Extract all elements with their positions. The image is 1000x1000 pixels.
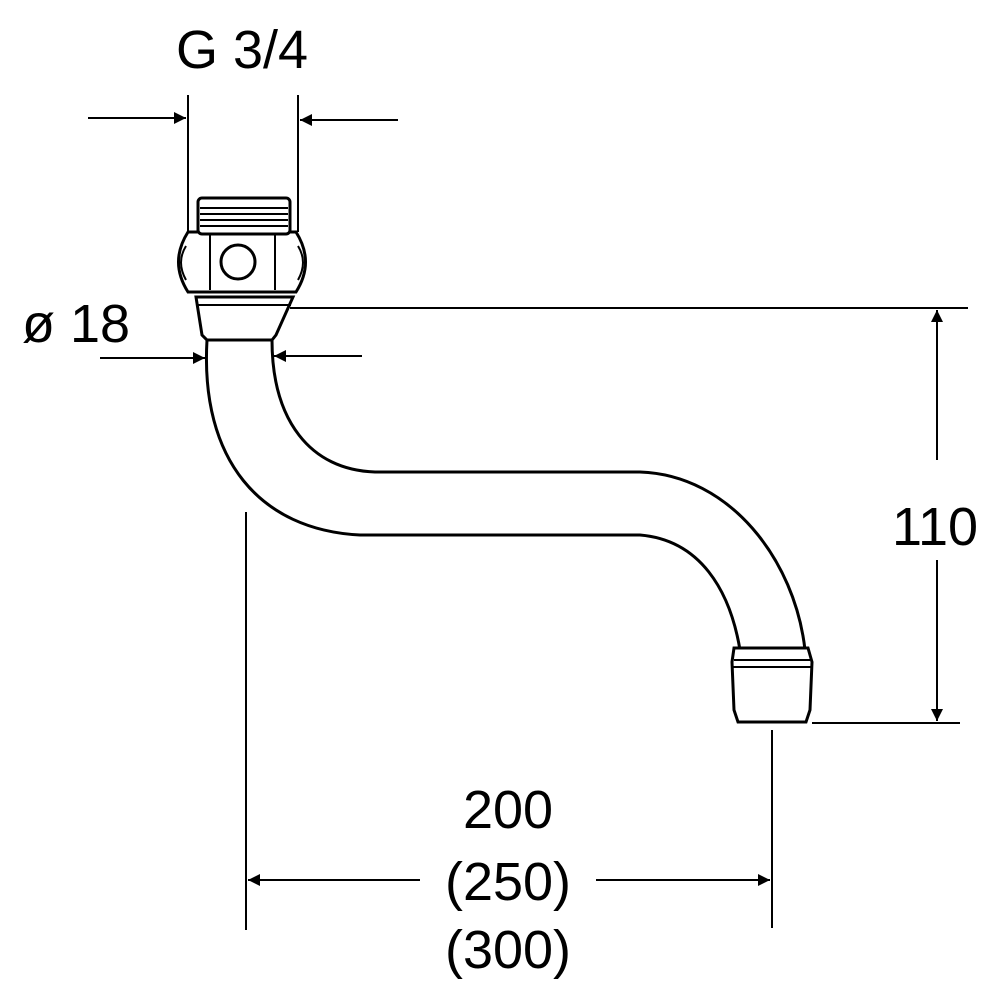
spout-pipe [204,338,807,652]
spout-body [177,196,814,724]
spout-collar [194,295,296,342]
dimension-length: 200 (250) (300) [245,512,773,980]
dimension-diameter: ø 18 [22,294,362,364]
dimension-thread: G 3/4 [88,20,398,232]
thread-size-label: G 3/4 [176,20,308,80]
dimension-height: 110 [290,307,978,724]
length-alt-2-label: (300) [445,920,571,980]
length-alt-1-label: (250) [445,852,571,912]
length-primary-label: 200 [463,780,553,840]
height-label: 110 [892,497,978,557]
nut-circle-center [219,243,257,281]
thread-connector [196,196,292,236]
pipe-diameter-label: ø 18 [22,294,130,354]
